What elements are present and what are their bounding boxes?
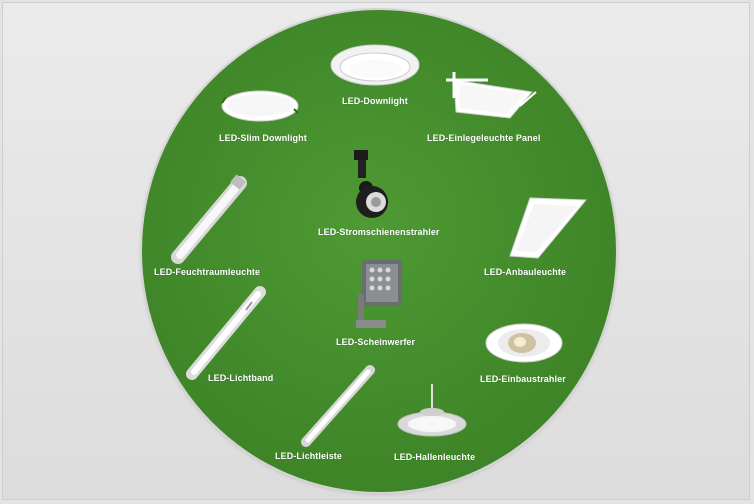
track-spot-image[interactable] <box>344 150 390 222</box>
slim-downlight-image[interactable] <box>220 89 300 123</box>
damp-proof-image[interactable] <box>170 174 250 265</box>
damp-proof-label[interactable]: LED-Feuchtraumleuchte <box>154 267 261 277</box>
high-bay-image[interactable] <box>396 384 470 446</box>
panel-label[interactable]: LED-Einlegeleuchte Panel <box>427 133 541 143</box>
downlight-image[interactable] <box>330 44 420 86</box>
surface-mounted-label[interactable]: LED-Anbauleuchte <box>484 267 567 277</box>
light-strip-label[interactable]: LED-Lichtleiste <box>275 451 343 461</box>
light-band-image[interactable] <box>186 284 268 380</box>
surface-mounted-image[interactable] <box>508 196 588 262</box>
floodlight-label[interactable]: LED-Scheinwerfer <box>336 337 416 347</box>
floodlight-image[interactable] <box>352 258 406 332</box>
track-spot-label[interactable]: LED-Stromschienenstrahler <box>318 227 440 237</box>
high-bay-label[interactable]: LED-Hallenleuchte <box>394 452 476 462</box>
recessed-spot-image[interactable] <box>484 322 564 364</box>
panel-image[interactable] <box>440 70 540 126</box>
slim-downlight-label[interactable]: LED-Slim Downlight <box>219 133 307 143</box>
light-band-label[interactable]: LED-Lichtband <box>208 373 274 383</box>
recessed-spot-label[interactable]: LED-Einbaustrahler <box>480 374 566 384</box>
downlight-label[interactable]: LED-Downlight <box>342 96 408 106</box>
light-strip-image[interactable] <box>300 362 376 448</box>
